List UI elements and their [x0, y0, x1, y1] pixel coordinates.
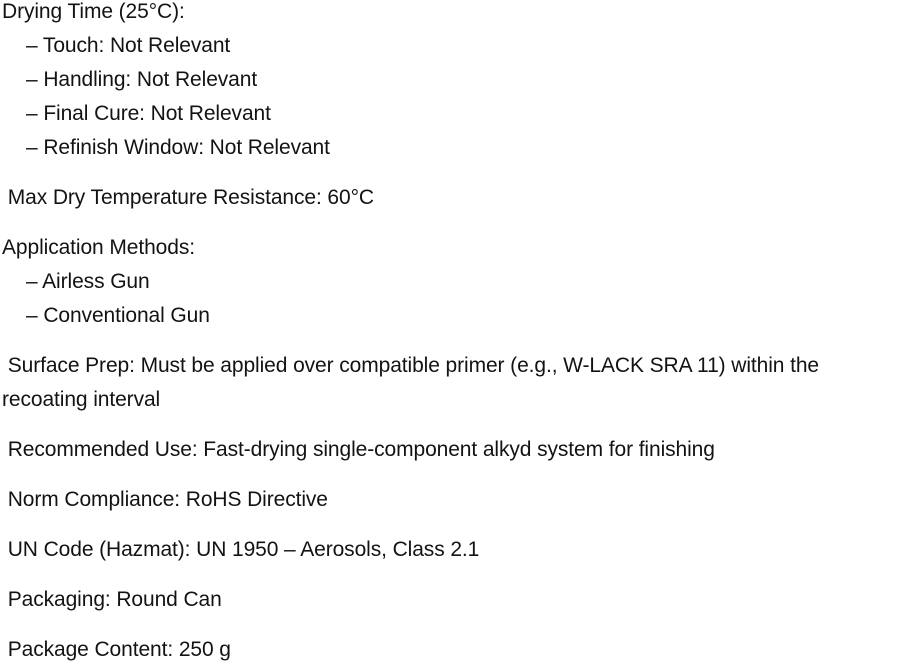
spec-paragraph-packaging: Packaging: Round Can [2, 588, 222, 611]
list-item-conventional-gun: – Conventional Gun [26, 304, 210, 327]
list-item-final-cure: – Final Cure: Not Relevant [26, 102, 271, 125]
spec-paragraph-max-dry-temp: Max Dry Temperature Resistance: 60°C [2, 186, 374, 209]
spec-paragraph-norm-compliance: Norm Compliance: RoHS Directive [2, 488, 328, 511]
list-item-handling: – Handling: Not Relevant [26, 68, 258, 91]
spec-heading-application-methods: Application Methods: [2, 236, 195, 259]
list-item-refinish-window: – Refinish Window: Not Relevant [26, 136, 330, 159]
spec-paragraph-recommended-use: Recommended Use: Fast-drying single-comp… [2, 438, 715, 461]
spec-paragraph-package-content: Package Content: 250 g [2, 638, 231, 661]
list-item-airless-gun: – Airless Gun [26, 270, 150, 293]
spec-paragraph-un-code: UN Code (Hazmat): UN 1950 – Aerosols, Cl… [2, 538, 480, 561]
spec-group-drying-time: Drying Time (25°C): – Touch: Not Relevan… [2, 0, 901, 165]
spec-heading-drying-time: Drying Time (25°C): [2, 0, 185, 23]
list-item-touch: – Touch: Not Relevant [26, 34, 231, 57]
spec-paragraph-surface-prep: Surface Prep: Must be applied over compa… [2, 354, 819, 411]
spec-group-application-methods: Application Methods: – Airless Gun – Con… [2, 231, 901, 333]
